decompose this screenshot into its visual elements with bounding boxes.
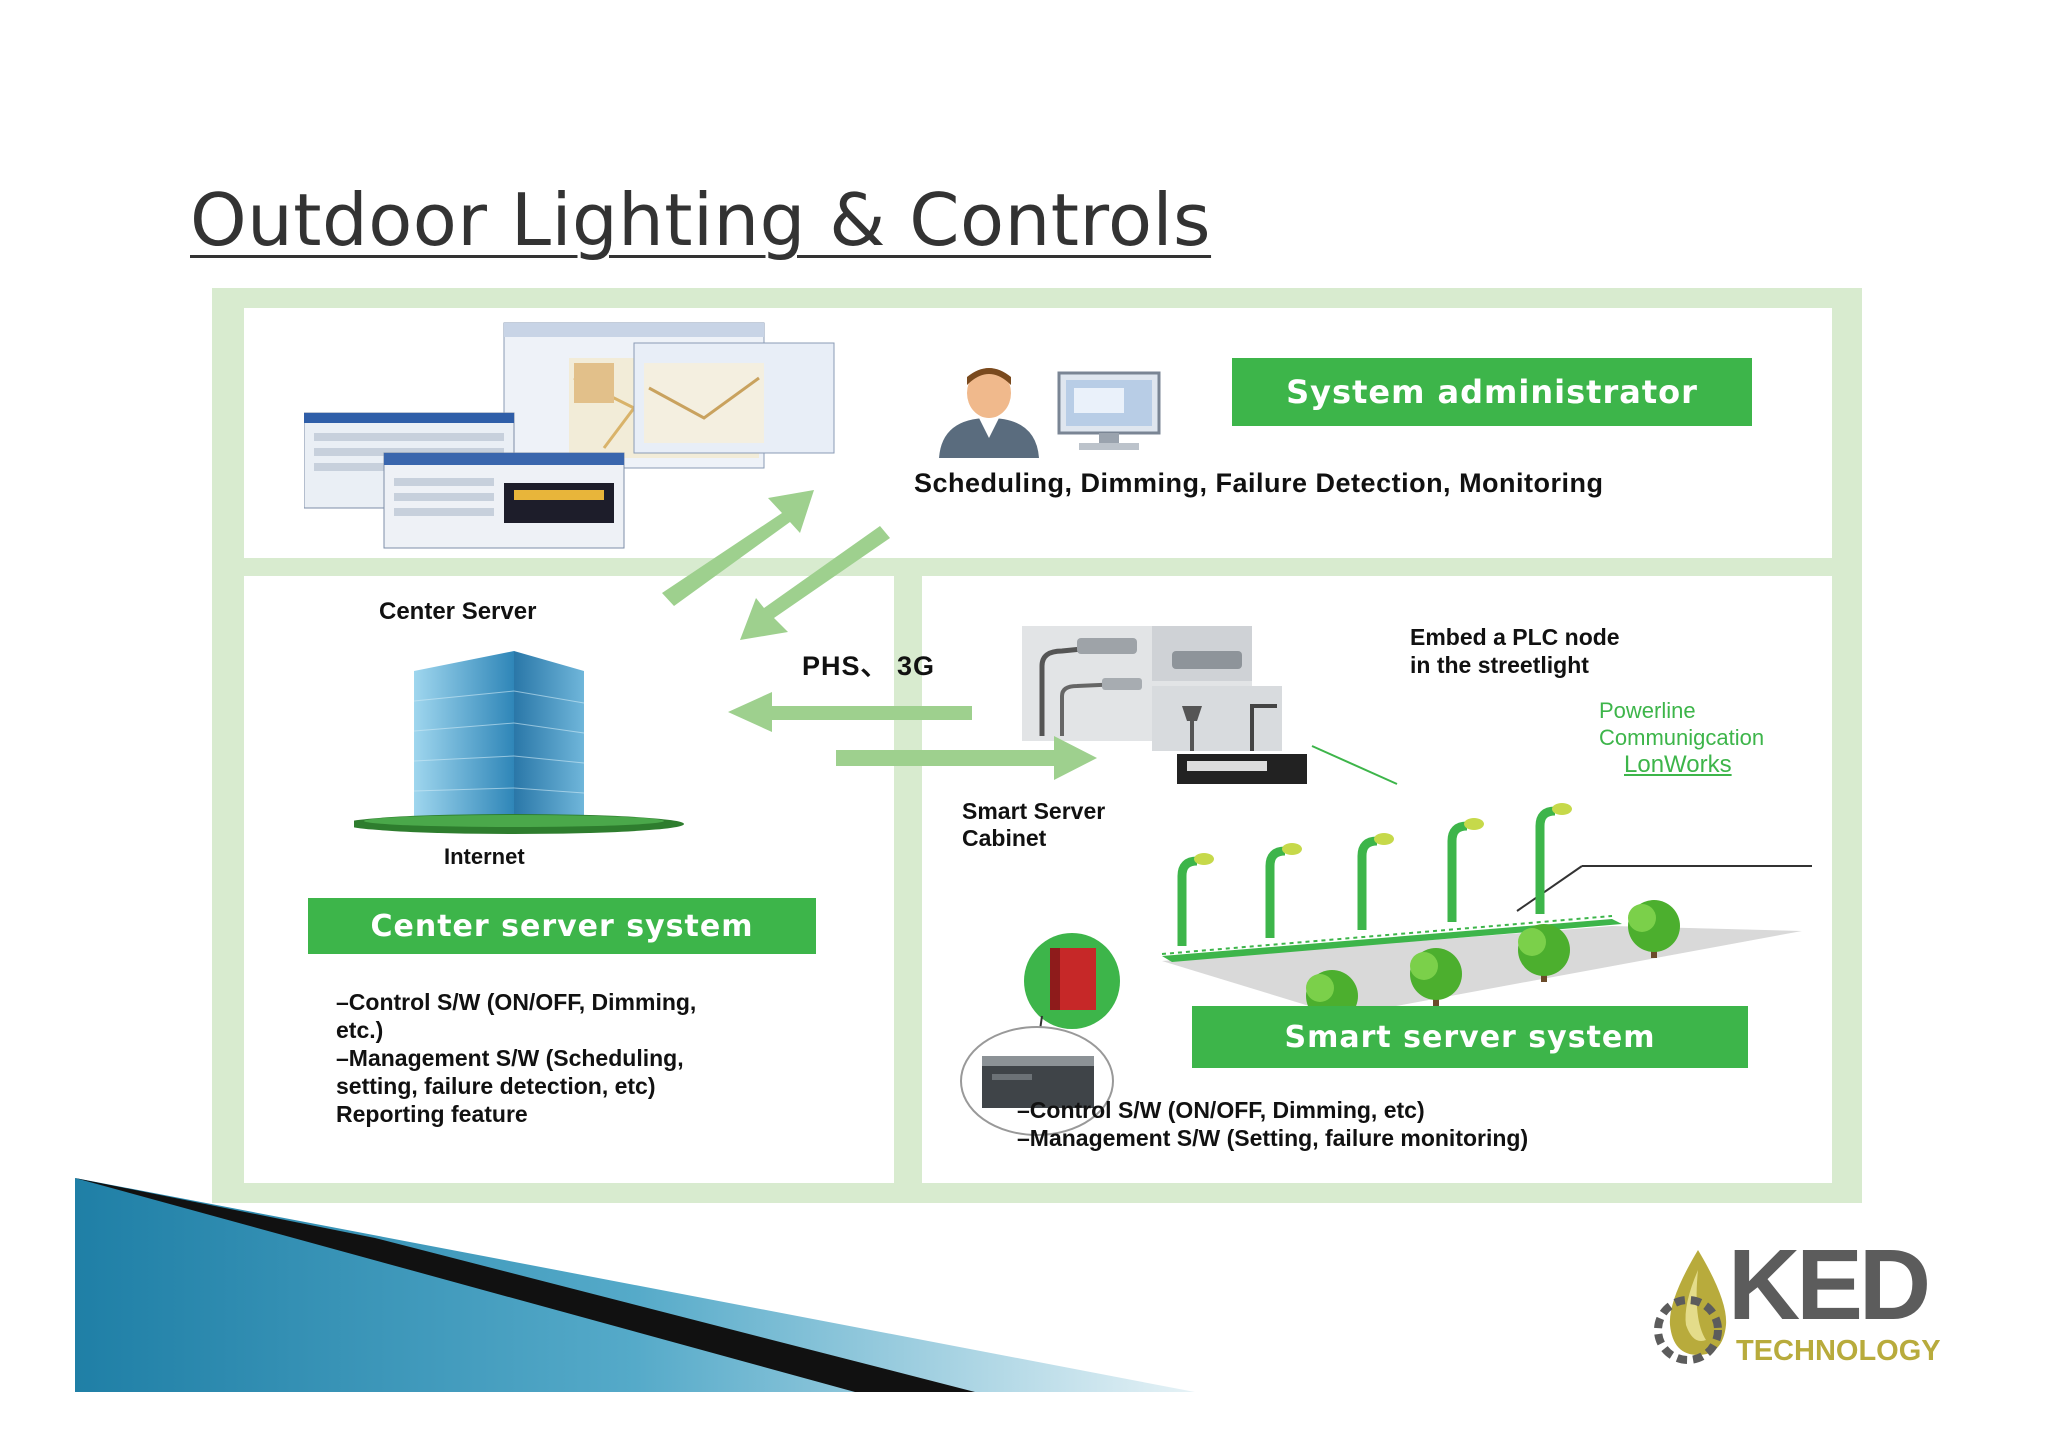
decorative-swoosh <box>75 1178 1195 1392</box>
logo-subtitle: TECHNOLOGY <box>1736 1335 1941 1367</box>
system-administrator-label: System administrator <box>1232 358 1752 426</box>
monitor-icon <box>1057 371 1161 450</box>
smart-server-system-label: Smart server system <box>1192 1006 1748 1068</box>
plc-note-line1: Embed a PLC node <box>1410 624 1620 650</box>
cabinet-label-line2: Cabinet <box>962 825 1047 851</box>
smart-server-panel: Embed a PLC node in the streetlight Powe… <box>922 576 1832 1183</box>
software-screenshots <box>304 322 835 549</box>
center-feature-3: –Management S/W (Scheduling, <box>336 1045 684 1071</box>
ked-logo: KED TECHNOLOGY <box>1648 1229 1978 1370</box>
center-feature-5: Reporting feature <box>336 1101 528 1127</box>
center-feature-1: –Control S/W (ON/OFF, Dimming, <box>336 989 697 1015</box>
admin-panel: System administrator Scheduling, Dimming… <box>244 308 1832 558</box>
internet-label: Internet <box>444 844 525 869</box>
slide-title: Outdoor Lighting & Controls <box>190 178 1212 262</box>
plc-note-line2: in the streetlight <box>1410 652 1589 678</box>
streetlight-products-icon <box>1022 626 1307 784</box>
link-label: PHS、 3G <box>802 651 936 681</box>
oil-drop-gear-icon <box>1654 1250 1727 1364</box>
smart-server-device-icon <box>960 1026 1114 1136</box>
cabinet-label-line1: Smart Server <box>962 798 1106 824</box>
center-feature-4: setting, failure detection, etc) <box>336 1073 656 1099</box>
streetlight-icon <box>1177 853 1214 946</box>
architecture-diagram: System administrator Scheduling, Dimming… <box>212 288 1862 1203</box>
center-server-title: Center Server <box>379 598 537 625</box>
logo-name: KED <box>1728 1229 1931 1341</box>
server-building-icon <box>354 651 684 834</box>
lonworks-label: LonWorks <box>1624 751 1732 778</box>
center-server-panel: Center Server Internet Center server sys… <box>244 576 894 1183</box>
communication-label: Communigcation <box>1599 725 1765 750</box>
admin-functions: Scheduling, Dimming, Failure Detection, … <box>914 468 1604 498</box>
powerline-label: Powerline <box>1599 698 1696 723</box>
center-feature-2: etc.) <box>336 1017 384 1043</box>
smart-feature-1: –Control S/W (ON/OFF, Dimming, etc) <box>1017 1097 1425 1123</box>
administrator-person-icon <box>939 368 1039 458</box>
smart-feature-2: –Management S/W (Setting, failure monito… <box>1017 1125 1529 1151</box>
center-server-system-label: Center server system <box>308 898 816 954</box>
street-scene <box>1024 745 1812 1046</box>
